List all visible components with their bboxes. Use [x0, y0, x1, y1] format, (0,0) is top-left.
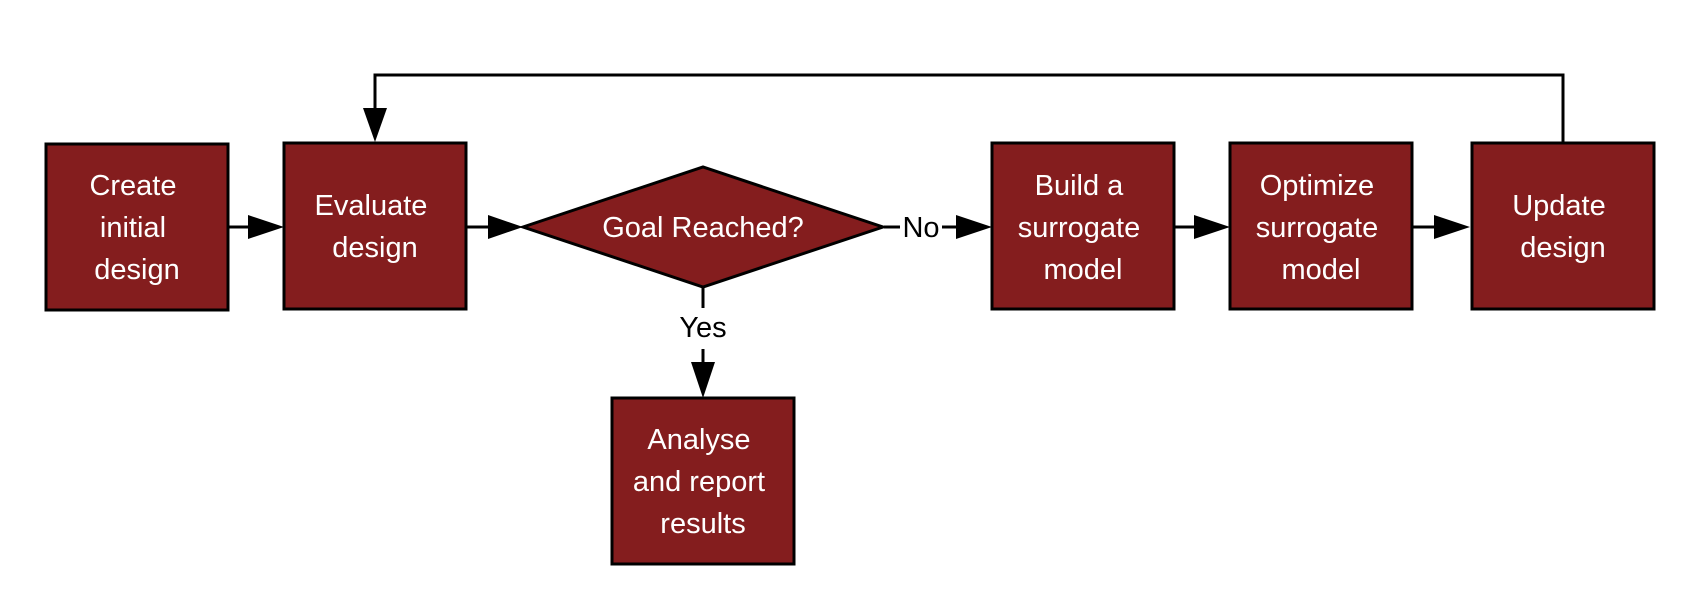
goal-reached-diamond	[518, 165, 888, 289]
build-surrogate-model-label: Build a surrogate model	[1018, 170, 1149, 286]
update-design-box	[1470, 141, 1656, 311]
build-surrogate-model-line-1: Build a	[1035, 170, 1125, 202]
analyse-report-results-line-3: results	[660, 508, 745, 540]
create-initial-design-line-3: design	[94, 254, 179, 286]
update-design-line-2: design	[1520, 232, 1605, 264]
evaluate-design-line-1: Evaluate	[315, 190, 428, 222]
arrowhead-goal-to-analyse	[691, 362, 715, 398]
analyse-report-results-line-1: Analyse	[647, 424, 750, 456]
update-design-line-1: Update	[1512, 190, 1606, 222]
node-analyse-report-results: Analyse and report results	[610, 396, 796, 566]
evaluate-design-label: Evaluate design	[315, 190, 436, 264]
arrowhead-loop-to-evaluate	[363, 108, 387, 142]
analyse-report-results-label: Analyse and report results	[633, 424, 773, 540]
optimize-surrogate-model-box	[1228, 141, 1414, 311]
evaluate-design-box	[282, 141, 468, 311]
edge-labels: No Yes	[679, 212, 939, 344]
arrowhead-evaluate-to-goal	[488, 215, 523, 239]
optimize-surrogate-model-label: Optimize surrogate model	[1256, 170, 1387, 286]
optimize-surrogate-model-line-3: model	[1282, 254, 1361, 286]
arrowhead-build-to-optimize	[1194, 215, 1230, 239]
goal-reached-line-1: Goal Reached?	[602, 212, 804, 244]
node-goal-reached: Goal Reached?	[518, 165, 888, 289]
arrow-update-loop-to-evaluate	[373, 73, 1565, 143]
node-evaluate-design: Evaluate design	[282, 141, 468, 311]
flowchart-nodes: Create initial design Evaluate design Go…	[44, 141, 1656, 566]
edge-label-yes: Yes	[679, 312, 726, 344]
evaluate-design-line-2: design	[332, 232, 417, 264]
build-surrogate-model-box	[990, 141, 1176, 311]
build-surrogate-model-line-3: model	[1044, 254, 1123, 286]
arrowhead-goal-to-build	[956, 215, 992, 239]
arrowhead-optimize-to-update	[1434, 215, 1470, 239]
node-optimize-surrogate-model: Optimize surrogate model	[1228, 141, 1414, 311]
create-initial-design-label: Create initial design	[89, 170, 184, 286]
node-create-initial-design: Create initial design	[44, 142, 230, 312]
analyse-report-results-line-2: and report	[633, 466, 765, 498]
connectors	[229, 73, 1565, 398]
create-initial-design-box	[44, 142, 230, 312]
create-initial-design-line-1: Create	[89, 170, 176, 202]
node-build-surrogate-model: Build a surrogate model	[990, 141, 1176, 311]
analyse-report-results-box	[610, 396, 796, 566]
node-update-design: Update design	[1470, 141, 1656, 311]
update-design-label: Update design	[1512, 190, 1614, 264]
optimize-surrogate-model-line-2: surrogate	[1256, 212, 1379, 244]
create-initial-design-line-2: initial	[100, 212, 166, 244]
build-surrogate-model-line-2: surrogate	[1018, 212, 1141, 244]
edge-label-no: No	[902, 212, 939, 244]
goal-reached-label: Goal Reached?	[602, 212, 804, 244]
optimize-surrogate-model-line-1: Optimize	[1260, 170, 1374, 202]
arrowhead-create-to-evaluate	[248, 215, 284, 239]
